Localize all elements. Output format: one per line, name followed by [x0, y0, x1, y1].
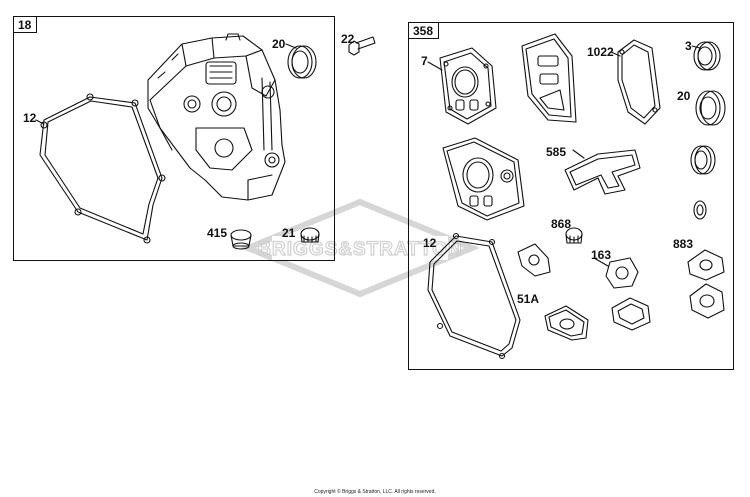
callout-163[interactable]: 163 [591, 248, 612, 262]
oil-seal-20-left [287, 45, 317, 79]
callout-22[interactable]: 22 [341, 32, 355, 46]
oil-seal-20-right [695, 90, 726, 126]
gasket-163 [605, 257, 639, 289]
callout-1022[interactable]: 1022 [587, 45, 614, 59]
gasket-lower-right [689, 283, 725, 319]
gasket-51a [544, 305, 589, 341]
callout-868[interactable]: 868 [551, 217, 572, 231]
seal-right-3 [690, 145, 716, 175]
callout-21[interactable]: 21 [282, 226, 296, 240]
callout-12-right[interactable]: 12 [423, 236, 437, 250]
exhaust-gasket-small [611, 297, 651, 331]
gasket-883 [687, 249, 725, 281]
crankcase-gasket-right [427, 232, 521, 360]
callout-415[interactable]: 415 [207, 226, 228, 240]
small-washer [693, 200, 707, 220]
breather-gasket-585 [564, 149, 641, 195]
crankcase-gasket-left [39, 93, 166, 244]
callout-3[interactable]: 3 [685, 39, 692, 53]
panel-tag-358: 358 [408, 22, 440, 39]
valve-seal-3 [693, 41, 721, 71]
callout-12-left[interactable]: 12 [23, 111, 37, 125]
callout-7[interactable]: 7 [421, 54, 428, 68]
head-gasket-lower [442, 137, 525, 221]
seal-21 [300, 227, 320, 243]
copyright-footer: Copyright © Briggs & Stratton, LLC. All … [314, 489, 436, 495]
callout-20-right[interactable]: 20 [677, 89, 691, 103]
intake-gasket-small [517, 243, 551, 277]
seal-868 [565, 227, 583, 244]
rocker-cover-gasket-1022 [617, 39, 661, 125]
parts-panel-358: 358 [408, 22, 734, 370]
parts-panel-18: 18 [13, 16, 335, 261]
callout-51a[interactable]: 51A [517, 292, 540, 306]
callout-20-left[interactable]: 20 [272, 37, 286, 51]
callout-883[interactable]: 883 [673, 237, 694, 251]
engine-block [147, 33, 286, 201]
head-gasket-7 [439, 47, 497, 125]
svg-text:BRIGGS&STRATTON: BRIGGS&STRATTON [257, 239, 462, 260]
oil-fill-plug-415 [230, 229, 252, 250]
bolt-22 [348, 36, 376, 56]
panel-tag-18: 18 [13, 16, 38, 33]
callout-585[interactable]: 585 [546, 145, 567, 159]
valve-cover-gasket-set [521, 33, 577, 123]
